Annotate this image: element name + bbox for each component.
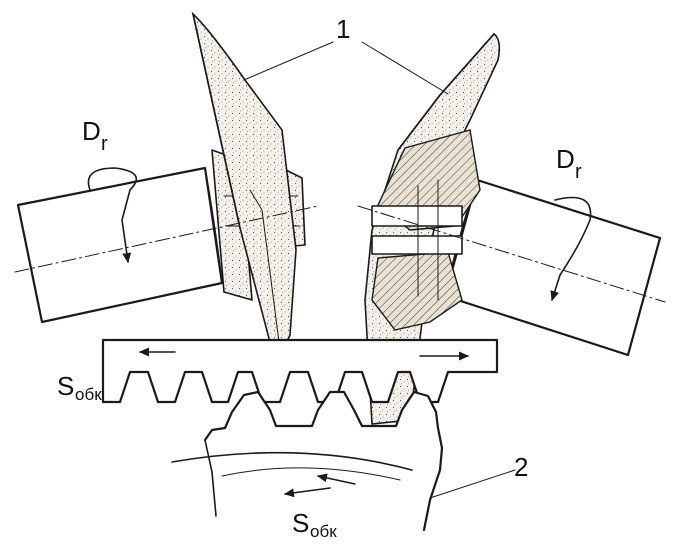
rack-feed-label-main: S bbox=[57, 371, 74, 401]
leader-2 bbox=[429, 469, 516, 499]
wheel-number-label: 2 bbox=[514, 452, 528, 482]
gear-feed-label-main: S bbox=[292, 508, 309, 538]
generating-rack bbox=[101, 338, 499, 404]
right-rotation-label-sub: r bbox=[575, 161, 582, 183]
right-rotation-arrow bbox=[550, 196, 592, 302]
right-spindle-axis bbox=[357, 205, 666, 303]
gear-arrow-left bbox=[283, 487, 331, 498]
left-spindle-axis bbox=[14, 205, 319, 273]
left-rotation-label-sub: r bbox=[101, 133, 108, 155]
workpiece-gear bbox=[171, 390, 444, 532]
gear-feed-label-sub: обк bbox=[310, 522, 337, 541]
right-rotation-label-main: D bbox=[556, 144, 575, 174]
right-wheel-hub-section bbox=[371, 129, 481, 331]
left-spindle bbox=[16, 166, 224, 324]
gear-arrow-right bbox=[316, 473, 356, 485]
left-rotation-label-main: D bbox=[82, 116, 101, 146]
leader-1-left bbox=[243, 41, 334, 81]
tool-number-label: 1 bbox=[336, 14, 350, 44]
right-spindle bbox=[443, 178, 662, 357]
left-rotation-arrow bbox=[87, 167, 138, 264]
rack-feed-label-sub: обк bbox=[75, 385, 102, 404]
leader-1-right bbox=[361, 41, 449, 95]
